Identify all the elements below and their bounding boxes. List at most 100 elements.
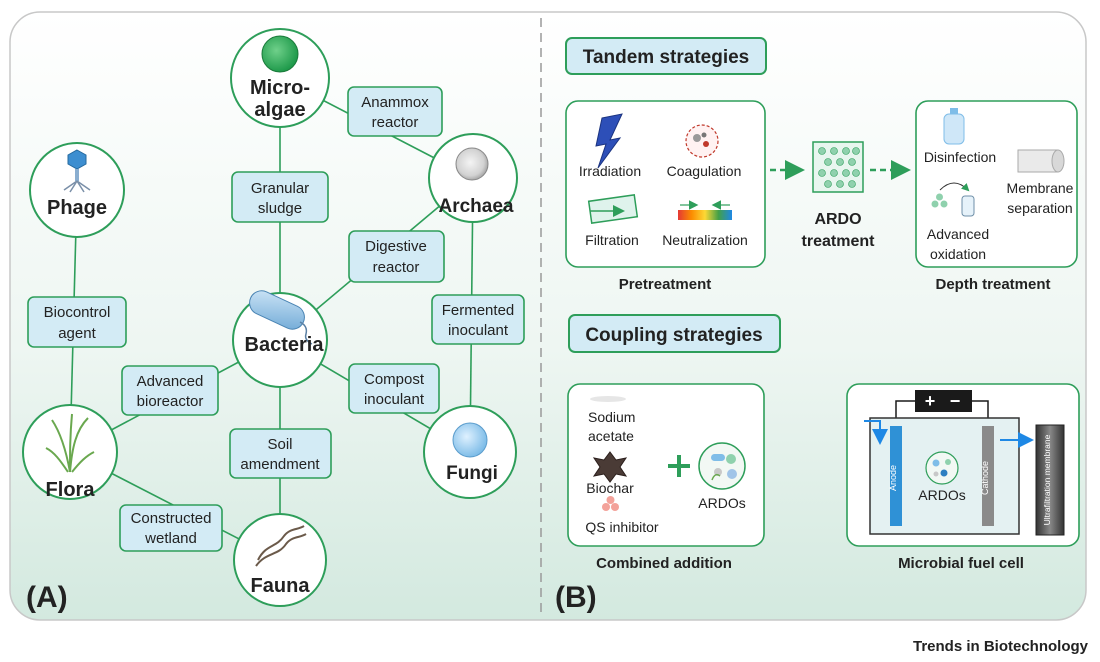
- granular-line-1: Granular: [251, 180, 309, 197]
- ultrafiltration-membrane: [1035, 424, 1065, 536]
- neutralization-icon: [678, 200, 732, 220]
- biochar-label: Biochar: [586, 480, 634, 496]
- tandem-title-box: [565, 37, 767, 75]
- combined-caption: Combined addition: [596, 555, 732, 572]
- plus-icon: [668, 455, 690, 477]
- panel-a-label: (A): [26, 581, 68, 614]
- powder-icon: [590, 396, 626, 402]
- ardos-icon: [698, 442, 746, 490]
- filtration-label: Filtration: [585, 232, 639, 248]
- sodium-label-2: acetate: [588, 428, 634, 444]
- mfc-ardos-label: ARDOs: [918, 487, 965, 503]
- biochar-icon: [592, 451, 628, 483]
- soil-line-2: amendment: [240, 456, 320, 473]
- anammox-line-2: reactor: [372, 114, 419, 131]
- biocontrol-line-2: agent: [58, 325, 96, 342]
- anammox-line-1: Anammox: [361, 94, 429, 111]
- sodium-label-1: Sodium: [588, 409, 635, 425]
- bacteria-label: Bacteria: [245, 334, 325, 356]
- link-advanced: Advanced bioreactor: [121, 365, 219, 416]
- qs-inhibitor-icon: [602, 496, 619, 511]
- link-soil: Soil amendment: [229, 428, 332, 479]
- pretreatment-caption: Pretreatment: [619, 276, 712, 293]
- microalgae-label-2: algae: [254, 99, 305, 121]
- qs-label: QS inhibitor: [585, 519, 658, 535]
- fauna-label: Fauna: [251, 575, 311, 597]
- compost-line-1: Compost: [364, 371, 425, 388]
- archaea-label: Archaea: [439, 196, 514, 217]
- link-biocontrol: Biocontrol agent: [27, 296, 127, 348]
- node-phage: Phage: [29, 142, 125, 238]
- coagulation-label: Coagulation: [667, 163, 742, 179]
- granular-line-2: sludge: [258, 200, 302, 217]
- mfc-ardos-icon: [925, 451, 959, 485]
- phage-label: Phage: [47, 197, 107, 219]
- link-wetland: Constructed wetland: [119, 504, 223, 552]
- mfc-caption: Microbial fuel cell: [898, 555, 1024, 572]
- flora-label: Flora: [46, 479, 96, 501]
- filtration-icon: [587, 194, 639, 224]
- ardos-label: ARDOs: [698, 495, 745, 511]
- ardo-reactor-icon: [812, 141, 864, 193]
- node-microalgae: Micro- algae: [230, 28, 330, 128]
- fermented-line-1: Fermented: [442, 302, 515, 319]
- microalgae-label-1: Micro-: [250, 77, 310, 99]
- bottle-icon: [943, 108, 965, 145]
- anode-electrode: [890, 426, 902, 526]
- link-granular: Granular sludge: [231, 171, 329, 223]
- link-compost: Compost inoculant: [348, 363, 440, 414]
- cathode-label: Cathode: [980, 461, 990, 495]
- compost-line-2: inoculant: [364, 391, 425, 408]
- fungi-icon: [452, 422, 488, 458]
- lightning-icon: [595, 113, 623, 169]
- biocontrol-line-1: Biocontrol: [44, 304, 111, 321]
- node-bacteria: Bacteria: [232, 290, 328, 388]
- irradiation-label: Irradiation: [579, 163, 641, 179]
- cathode-electrode: [982, 426, 994, 526]
- archaea-icon: [455, 147, 489, 181]
- membrane-label: Ultrafiltration membrane: [1042, 434, 1052, 525]
- digestive-line-1: Digestive: [365, 238, 427, 255]
- battery-icon: + −: [915, 390, 972, 412]
- advanced-line-1: Advanced: [137, 373, 204, 390]
- tandem-title: Tandem strategies: [583, 47, 749, 68]
- link-anammox: Anammox reactor: [347, 86, 443, 137]
- coupling-title-box: [568, 314, 781, 353]
- wetland-line-1: Constructed: [131, 510, 212, 527]
- bacteria-icon: [249, 290, 313, 345]
- plant-icon: [45, 413, 95, 473]
- disinfection-label: Disinfection: [924, 149, 996, 165]
- wetland-line-2: wetland: [144, 530, 197, 547]
- journal-footer: Trends in Biotechnology: [913, 638, 1089, 655]
- depth-caption: Depth treatment: [935, 276, 1050, 293]
- coagulation-icon: [685, 124, 719, 158]
- link-digestive: Digestive reactor: [348, 230, 445, 283]
- panel-b-label: (B): [555, 581, 597, 614]
- membrane-label-2: separation: [1007, 200, 1072, 216]
- battery-minus: −: [950, 391, 961, 411]
- advanced-line-2: bioreactor: [137, 393, 204, 410]
- neutralization-label: Neutralization: [662, 232, 748, 248]
- phage-icon: [63, 149, 91, 193]
- microalgae-icon: [261, 35, 299, 73]
- ardo-label-1: ARDO: [814, 211, 861, 228]
- link-fermented: Fermented inoculant: [431, 294, 525, 345]
- coupling-title: Coupling strategies: [585, 325, 762, 346]
- fungi-label: Fungi: [446, 463, 498, 484]
- soil-line-1: Soil: [267, 436, 292, 453]
- battery-plus: +: [925, 391, 936, 411]
- oxidation-label-2: oxidation: [930, 246, 986, 262]
- fermented-line-2: inoculant: [448, 322, 509, 339]
- worm-icon: [255, 525, 307, 567]
- ardo-label-2: treatment: [802, 233, 876, 250]
- inflow-arrow: [864, 420, 888, 445]
- digestive-line-2: reactor: [373, 259, 420, 276]
- node-fungi: Fungi: [423, 405, 517, 499]
- anode-label: Anode: [888, 465, 898, 491]
- node-fauna: Fauna: [233, 513, 327, 607]
- oxidation-label-1: Advanced: [927, 226, 989, 242]
- node-archaea: Archaea: [428, 133, 518, 223]
- oxidation-icon: [931, 182, 975, 217]
- node-flora: Flora: [22, 404, 118, 501]
